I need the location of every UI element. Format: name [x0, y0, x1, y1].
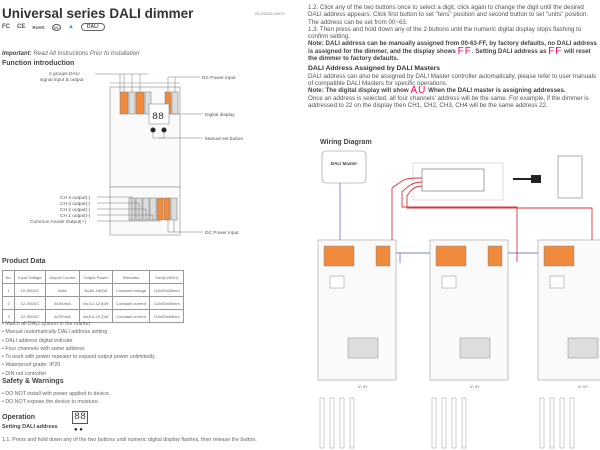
set-button-2 — [161, 127, 167, 133]
set-button-1 — [150, 127, 156, 133]
svg-text:V- V+: V- V+ — [358, 384, 369, 389]
svg-text:Manual set button: Manual set button — [205, 136, 243, 142]
factory-default-note: Note: DALI address can be manually assig… — [308, 40, 597, 63]
important-note: Important: Read All Instructions Prior t… — [2, 51, 140, 57]
safety-heading: Safety & Warnings — [2, 378, 64, 385]
doc-code: 09.2322D.04070 — [255, 11, 285, 16]
led-strips — [319, 397, 575, 449]
dimmer-unit-2 — [429, 239, 509, 381]
feature-list: • Match all DALI system in the market• M… — [2, 321, 156, 377]
masters-heading: DALI Address Assigned by DALI Masters — [308, 65, 441, 73]
function-heading: Function introduction — [2, 60, 75, 67]
svg-text:signal input & output: signal input & output — [40, 77, 84, 83]
setting-subheading: Setting DALI address — [2, 424, 58, 430]
svg-text:Common Anode Output(+): Common Anode Output(+) — [30, 219, 87, 225]
svg-text:V- V+: V- V+ — [578, 384, 589, 389]
same-address-text: Once an address is selected, all four ch… — [308, 94, 589, 109]
svg-text:V- V+: V- V+ — [470, 384, 481, 389]
product-data-heading: Product Data — [2, 258, 46, 265]
power-supply — [421, 168, 485, 192]
svg-text:CH 2 output(-): CH 2 output(-) — [60, 207, 91, 213]
step-1-1: 1.1. Press and hold down any of the two … — [2, 437, 257, 443]
display-digits: 88 — [152, 112, 164, 123]
au-note: Note: The digital display will show AU W… — [308, 85, 566, 97]
dali-logo: DALI — [80, 23, 105, 31]
wiring-heading: Wiring Diagram — [320, 139, 372, 146]
svg-text:CH 3 output(-): CH 3 output(-) — [60, 201, 91, 207]
ul-logo: UL — [51, 23, 61, 31]
operation-buttons-icon: ● ● — [74, 427, 83, 433]
dali-master-box — [321, 150, 367, 184]
safety-list: • DO NOT install with power applied to d… — [2, 391, 111, 406]
svg-text:CH 1 output(-): CH 1 output(-) — [60, 213, 91, 219]
device-diagram: 88 2 groups DALI signal input & output D… — [30, 71, 243, 236]
right-text: 1.2. Click any of the two buttons once t… — [308, 4, 598, 109]
svg-text:DALI Master: DALI Master — [331, 161, 358, 166]
plug-icon — [531, 175, 541, 183]
page-title: Universal series DALI dimmer — [2, 6, 194, 21]
svg-text:Digital display: Digital display — [205, 112, 235, 118]
fc-logo: FC — [2, 24, 10, 30]
ce-logo: CE — [17, 24, 26, 30]
svg-text:CH 4 output(-): CH 4 output(-) — [60, 195, 91, 201]
svg-text:DC Power input: DC Power input — [205, 230, 239, 236]
operation-heading: Operation — [2, 414, 36, 421]
wall-outlet — [557, 155, 583, 199]
svg-text:2 groups DALI: 2 groups DALI — [49, 71, 80, 77]
rohs-logo: RoHS — [32, 24, 45, 30]
step-1-3: 1.3. Then press and hold down any of the… — [308, 25, 582, 41]
digital-display — [148, 103, 170, 125]
tuv-logo: ▲ — [67, 24, 74, 30]
wiring-diagram: DALI Master V- V+ V- V+ V- V+ — [317, 150, 600, 449]
dimmer-unit-3 — [537, 239, 600, 381]
operation-display: 88 — [72, 411, 89, 424]
certification-logos: FC CE RoHS UL ▲ DALI — [2, 23, 105, 31]
svg-text:DC Power input: DC Power input — [202, 75, 236, 81]
masters-text: DALI address can also be assigned by DAL… — [308, 72, 597, 87]
step-1-2: 1.2. Click any of the two buttons once t… — [308, 4, 589, 26]
dimmer-unit-1 — [317, 239, 397, 381]
